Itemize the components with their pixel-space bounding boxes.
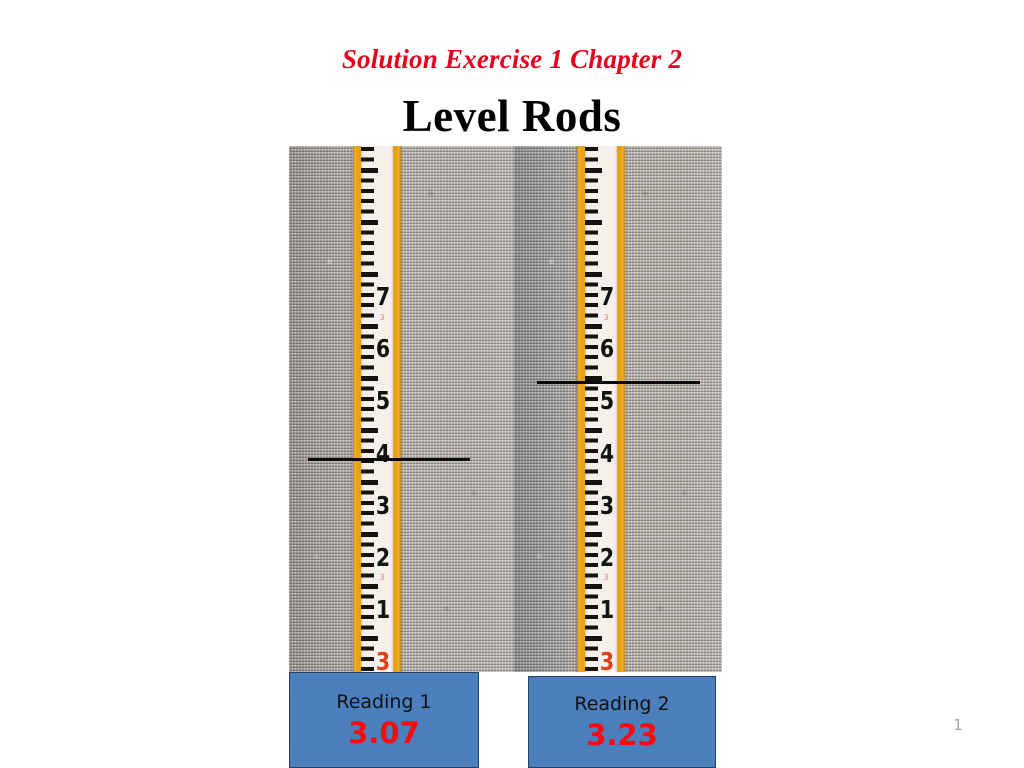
photo-left-backdrop-band-3 [400,146,514,672]
rod-subscript: 3 [599,314,613,322]
photo-left-weave-texture [289,146,514,672]
level-rod-right: 76543213987332 [577,146,625,672]
page-number: 1 [953,716,963,734]
rod-numeral: 4 [599,441,615,466]
rod-numeral: 3 [599,649,615,672]
reading-box-1[interactable]: Reading 1 3.07 [289,672,479,768]
sight-line-1 [308,458,470,461]
photo-right-vignette [514,146,722,672]
rod-left-face: 76543213987332 [361,146,393,672]
slide-subtitle: Solution Exercise 1 Chapter 2 [341,44,683,74]
rod-numeral: 2 [599,545,615,570]
reading-box-2[interactable]: Reading 2 3.23 [528,676,716,768]
rod-left-major-ticks [361,146,378,672]
rod-numeral: 7 [375,284,391,309]
sight-line-2 [537,381,700,384]
reading-2-label: Reading 2 [574,693,670,715]
reading-1-label: Reading 1 [336,691,432,713]
rod-right-edge-highlight-right [622,146,625,672]
rod-numeral: 1 [599,597,615,622]
rod-numeral: 2 [375,545,391,570]
rod-right-face: 76543213987332 [585,146,617,672]
rod-numeral: 6 [375,336,391,361]
rod-numeral: 6 [599,336,615,361]
level-rod-photo-right: 76543213987332 [514,146,722,672]
rod-numeral: 5 [599,388,615,413]
rod-right-edge-highlight [577,146,580,672]
photo-left-backdrop-band-1 [289,146,353,672]
rod-numeral: 5 [375,388,391,413]
rod-left-edge-highlight-right [398,146,401,672]
photo-right-backdrop-band-1 [514,146,566,672]
level-rod-photo-pair: 76543213987332 76543213987332 [289,146,722,672]
photo-left-vignette [289,146,514,672]
level-rod-left: 76543213987332 [353,146,401,672]
rod-right-major-ticks [585,146,602,672]
rod-left-edge-highlight [353,146,356,672]
rod-subscript: 3 [375,314,389,322]
level-rod-photo-left: 76543213987332 [289,146,514,672]
page-title: Level Rods [402,91,622,141]
rod-numeral: 7 [599,284,615,309]
rod-subscript: 3 [599,574,613,582]
reading-2-value: 3.23 [586,718,658,752]
reading-1-value: 3.07 [348,716,420,750]
rod-subscript: 3 [375,574,389,582]
rod-numeral: 3 [375,649,391,672]
rod-numeral: 3 [599,493,615,518]
rod-numeral: 1 [375,597,391,622]
rod-numeral: 3 [375,493,391,518]
